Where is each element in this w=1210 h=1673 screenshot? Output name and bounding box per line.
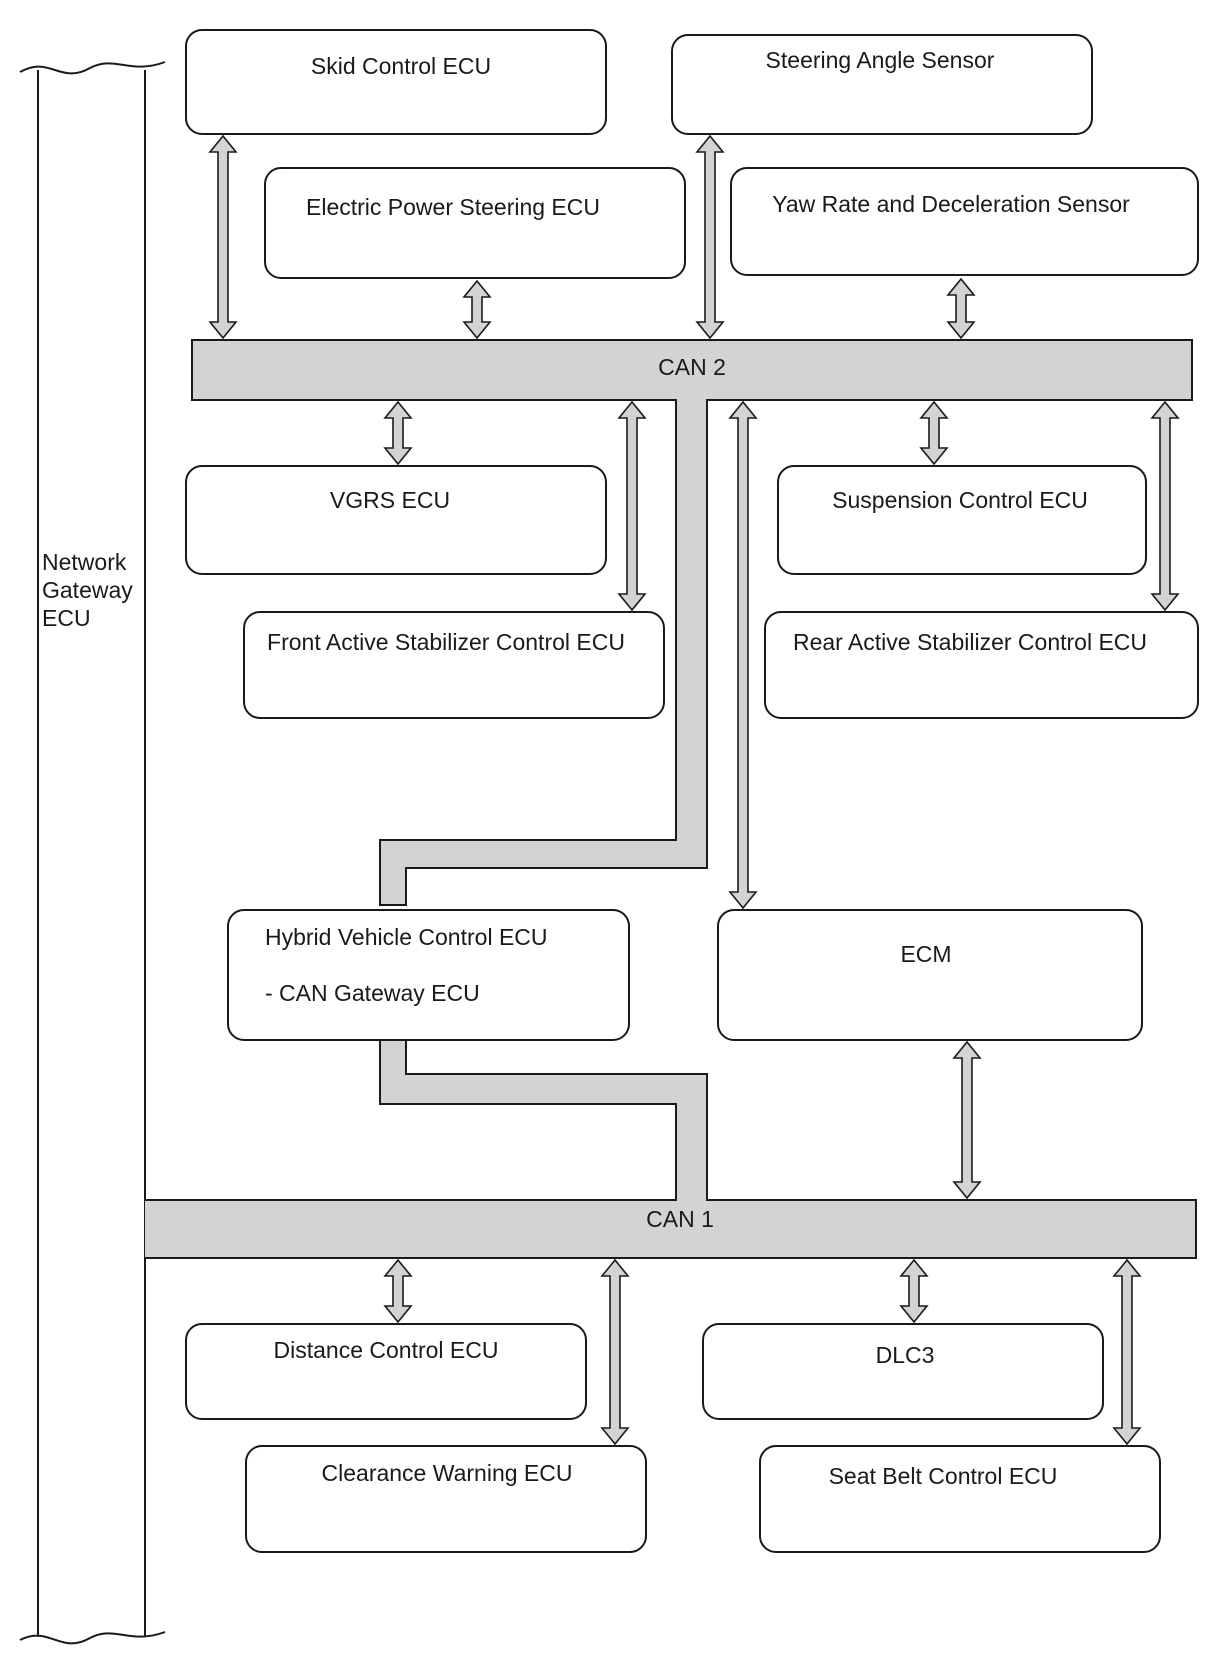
node-label-line1: Hybrid Vehicle Control ECU bbox=[265, 924, 548, 950]
arrow-can2-front-stab bbox=[617, 400, 647, 612]
node-label: Suspension Control ECU bbox=[832, 487, 1088, 513]
gateway-outline bbox=[37, 70, 146, 1637]
node-box bbox=[717, 909, 1143, 1041]
arrow-can2-vgrs bbox=[383, 400, 413, 466]
node-box bbox=[730, 167, 1199, 276]
node-label-line2: - CAN Gateway ECU bbox=[265, 980, 480, 1006]
can1-label: CAN 1 bbox=[646, 1206, 714, 1232]
arrow-yaw-can2 bbox=[946, 277, 976, 340]
node-label: Skid Control ECU bbox=[311, 53, 491, 79]
node-electric-power-steering: Electric Power Steering ECU bbox=[264, 167, 686, 279]
node-label: Distance Control ECU bbox=[274, 1337, 499, 1363]
can2-label: CAN 2 bbox=[658, 354, 726, 380]
node-label: Front Active Stabilizer Control ECU bbox=[267, 629, 625, 655]
gateway-label-line2: Gateway bbox=[42, 577, 133, 603]
node-label: Electric Power Steering ECU bbox=[306, 194, 600, 220]
gateway-label-line1: Network bbox=[42, 549, 127, 575]
arrow-can2-ecm bbox=[728, 400, 758, 910]
arrow-can1-dlc3 bbox=[899, 1258, 929, 1324]
node-suspension-control: Suspension Control ECU bbox=[777, 465, 1147, 575]
node-seat-belt-control: Seat Belt Control ECU bbox=[759, 1445, 1161, 1553]
node-label: Yaw Rate and Deceleration Sensor bbox=[772, 191, 1130, 217]
can2-bus bbox=[191, 339, 1193, 906]
arrow-skid-can2 bbox=[208, 134, 238, 340]
node-rear-active-stabilizer: Rear Active Stabilizer Control ECU bbox=[764, 611, 1199, 719]
node-box bbox=[185, 29, 607, 135]
node-box bbox=[185, 1323, 587, 1420]
arrow-can1-distance bbox=[383, 1258, 413, 1324]
node-label: Seat Belt Control ECU bbox=[829, 1463, 1058, 1489]
node-yaw-rate-sensor: Yaw Rate and Deceleration Sensor bbox=[730, 167, 1199, 276]
node-box bbox=[777, 465, 1147, 575]
node-vgrs: VGRS ECU bbox=[185, 465, 607, 575]
node-steering-angle-sensor: Steering Angle Sensor bbox=[671, 34, 1093, 135]
node-distance-control: Distance Control ECU bbox=[185, 1323, 587, 1420]
arrow-can1-clearance bbox=[600, 1258, 630, 1446]
arrow-can2-rear-stab bbox=[1150, 400, 1180, 612]
node-box bbox=[671, 34, 1093, 135]
node-dlc3: DLC3 bbox=[702, 1323, 1104, 1420]
node-box bbox=[227, 909, 630, 1041]
node-label: Steering Angle Sensor bbox=[766, 47, 995, 73]
can1-bus bbox=[145, 1037, 1197, 1259]
node-ecm: ECM bbox=[717, 909, 1143, 1041]
node-box bbox=[702, 1323, 1104, 1420]
gateway-top-wave bbox=[19, 61, 166, 75]
node-skid-control: Skid Control ECU bbox=[185, 29, 607, 135]
gateway-label-line3: ECU bbox=[42, 605, 91, 631]
node-label: Clearance Warning ECU bbox=[322, 1460, 573, 1486]
node-clearance-warning: Clearance Warning ECU bbox=[245, 1445, 647, 1553]
network-gateway-ecu: Network Gateway ECU bbox=[19, 61, 166, 1645]
arrow-can2-suspension bbox=[919, 400, 949, 466]
gateway-bottom-wave bbox=[19, 1631, 166, 1645]
node-box bbox=[759, 1445, 1161, 1553]
node-box bbox=[245, 1445, 647, 1553]
node-box bbox=[264, 167, 686, 279]
node-label: DLC3 bbox=[876, 1342, 935, 1368]
node-label: ECM bbox=[900, 941, 951, 967]
arrow-can1-seat-belt bbox=[1112, 1258, 1142, 1446]
node-hybrid-vehicle-control: Hybrid Vehicle Control ECU - CAN Gateway… bbox=[227, 909, 630, 1041]
node-box bbox=[185, 465, 607, 575]
node-label: VGRS ECU bbox=[330, 487, 450, 513]
arrow-steering-can2 bbox=[695, 134, 725, 340]
connection-arrows bbox=[208, 134, 1180, 1446]
arrow-eps-can2 bbox=[462, 279, 492, 340]
node-front-active-stabilizer: Front Active Stabilizer Control ECU bbox=[243, 611, 665, 719]
arrow-ecm-can1 bbox=[952, 1040, 982, 1200]
node-box bbox=[243, 611, 665, 719]
node-label: Rear Active Stabilizer Control ECU bbox=[793, 629, 1147, 655]
node-box bbox=[764, 611, 1199, 719]
